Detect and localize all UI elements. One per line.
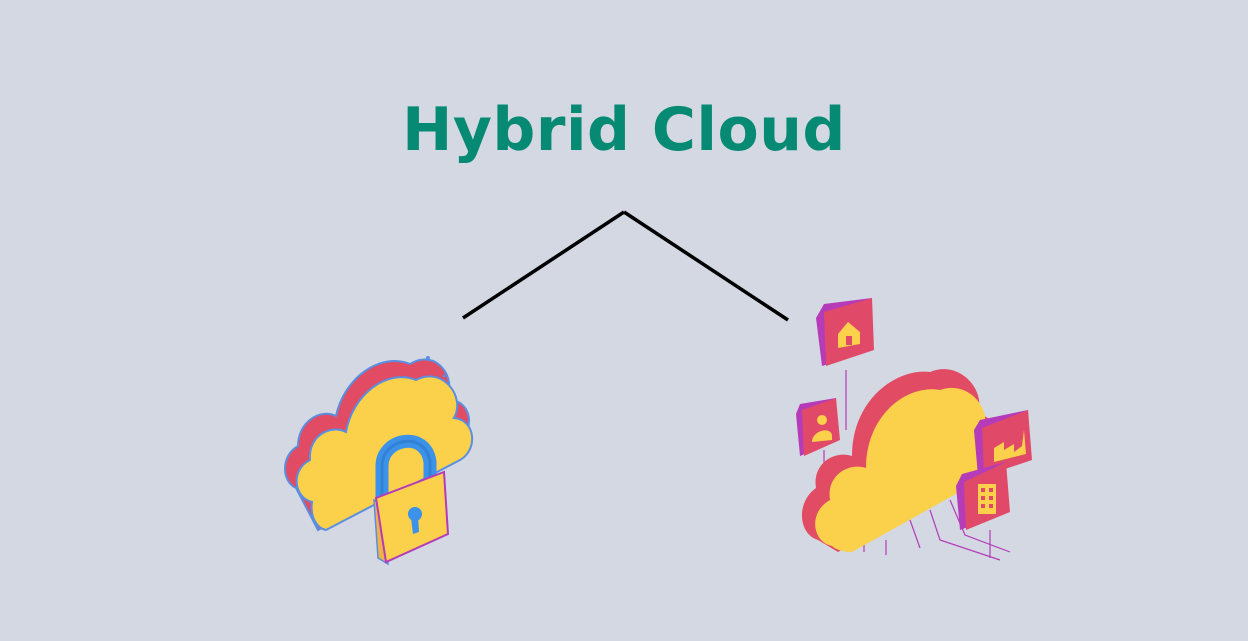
lock-keyhole (408, 507, 422, 521)
private-cloud-lock-icon (284, 356, 474, 566)
user-icon (817, 415, 827, 425)
connector-left-branch (462, 210, 625, 320)
building-app-tile (956, 462, 1010, 530)
factory-app-tile (974, 410, 1032, 476)
factory-icon (994, 430, 1026, 462)
home-app-tile (816, 298, 874, 366)
cloud-front (815, 387, 1002, 552)
connector-right-branch (623, 210, 789, 322)
building-icon (978, 484, 996, 514)
home-icon (838, 322, 860, 348)
diagram-title: Hybrid Cloud (402, 95, 846, 165)
user-app-tile (796, 398, 840, 456)
public-cloud-apps-icon (796, 298, 1032, 561)
